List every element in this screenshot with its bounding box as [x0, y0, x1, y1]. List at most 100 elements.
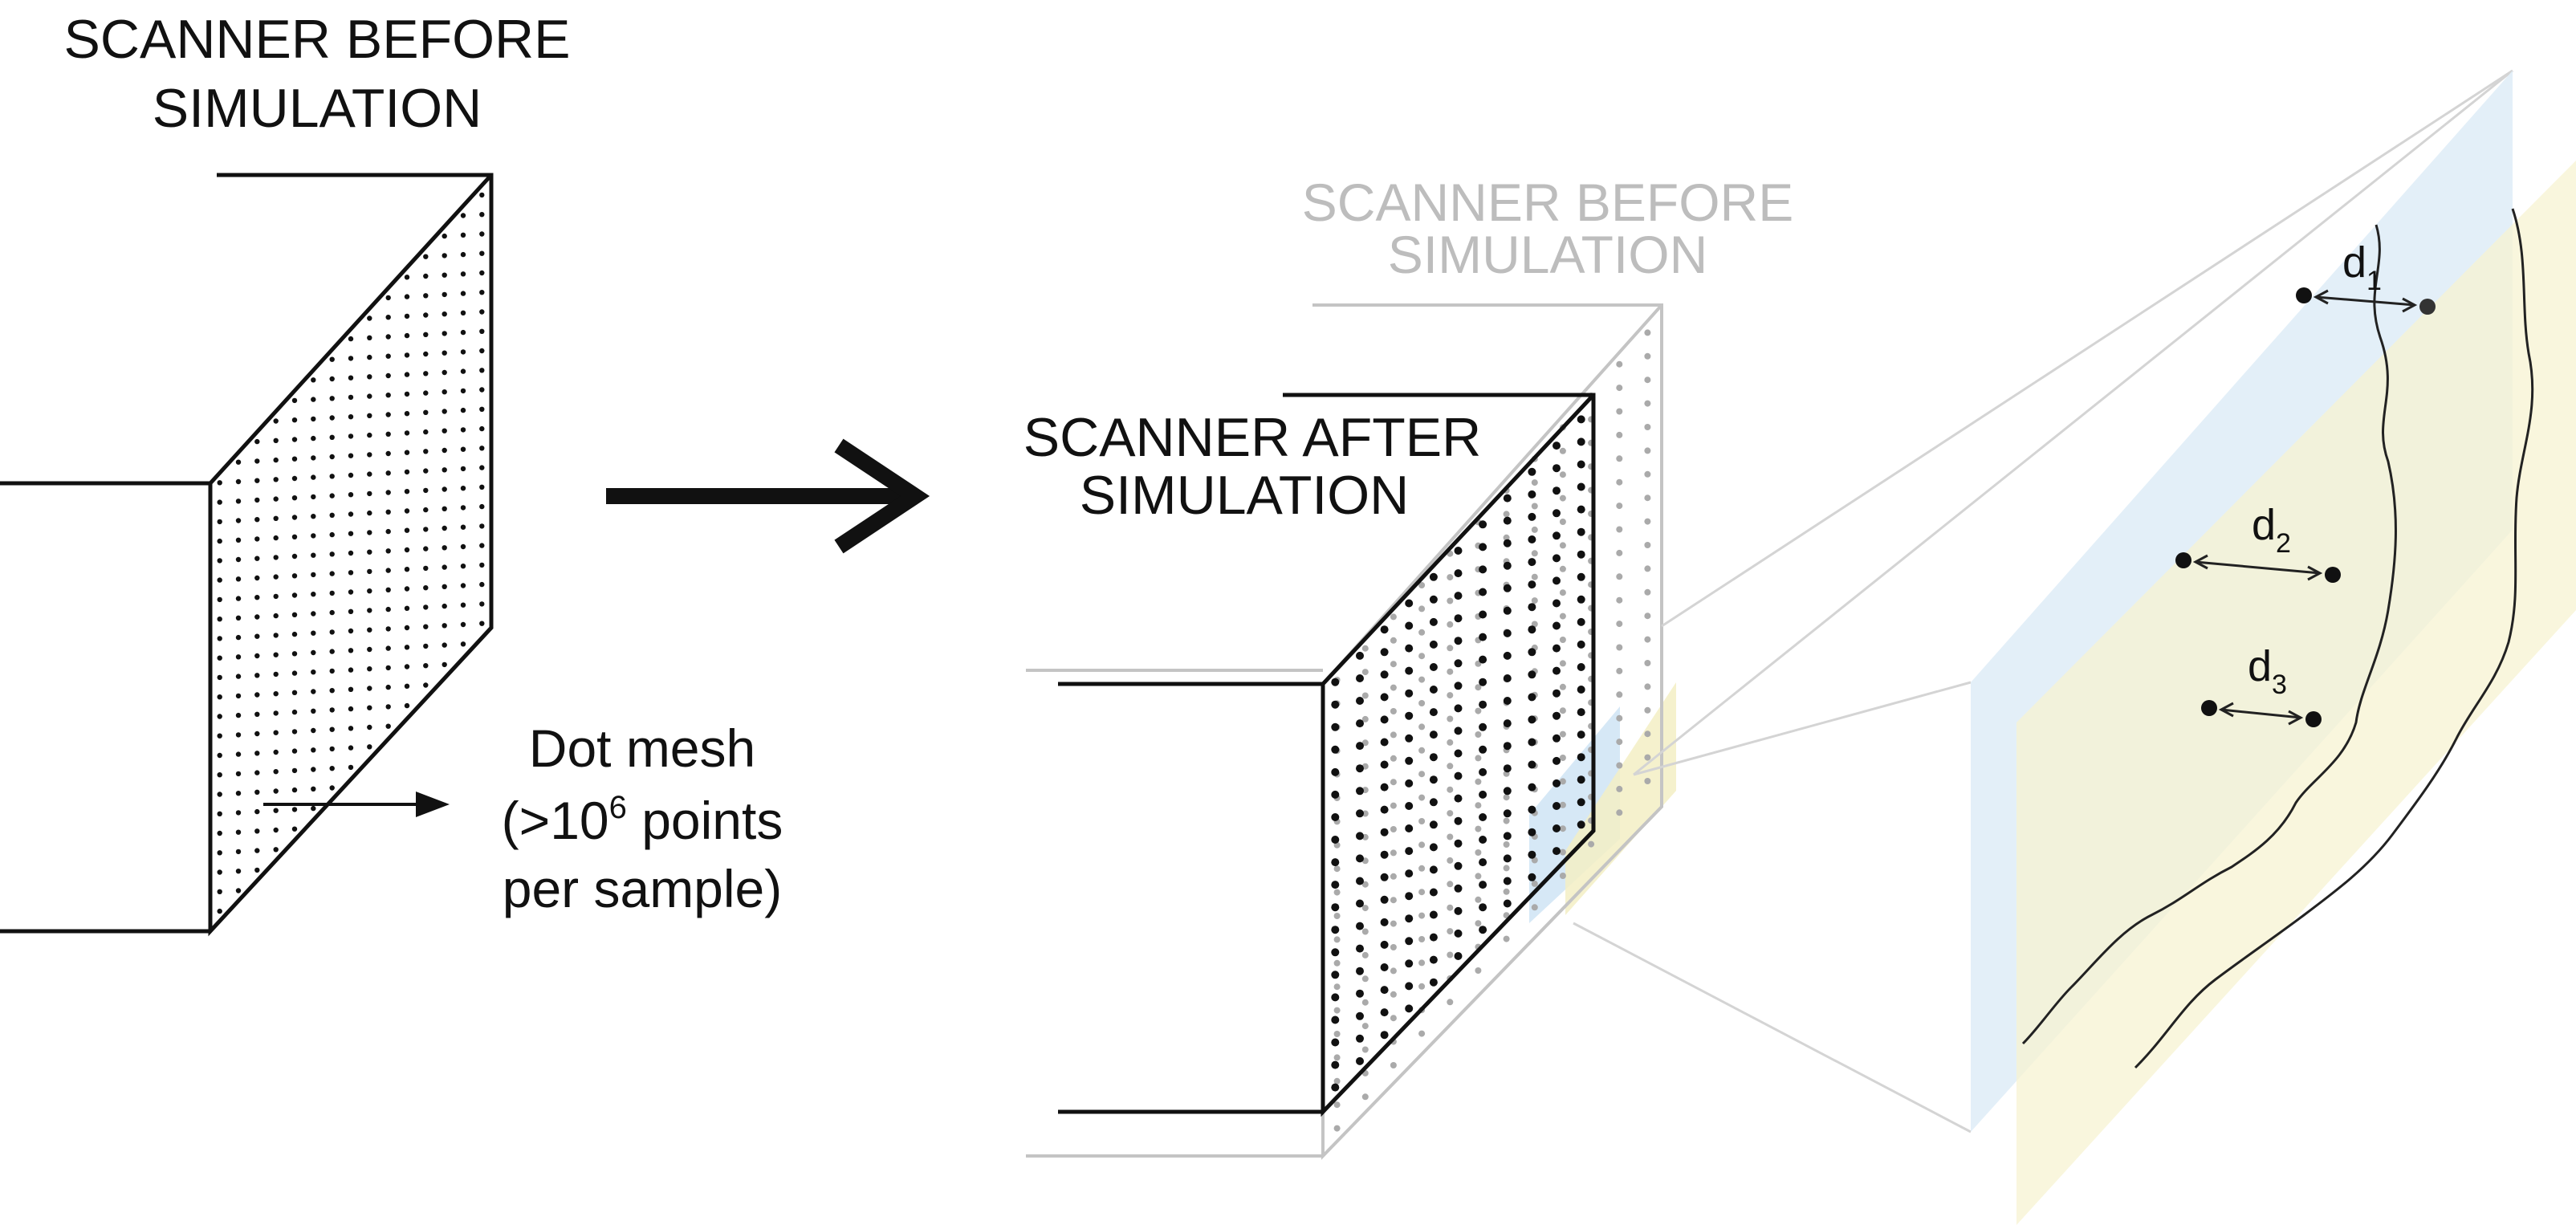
mesh-dot — [329, 649, 335, 654]
mesh-dot — [311, 630, 316, 636]
after-mesh-dot — [1479, 633, 1487, 641]
mesh-dot — [329, 434, 335, 440]
ghost-mesh-dot — [1390, 849, 1397, 857]
mesh-dot — [291, 417, 298, 423]
ghost-mesh-dot — [1644, 447, 1651, 454]
mesh-dot — [217, 499, 222, 505]
mesh-dot — [235, 615, 242, 621]
mesh-dot — [329, 707, 335, 713]
ghost-mesh-dot — [1531, 857, 1538, 864]
zoom-projection-lines — [1573, 69, 2513, 1133]
mesh-dot — [291, 612, 298, 617]
ghost-mesh-dot — [1333, 913, 1341, 919]
zoom-panel: d1 d2 d3 — [1573, 69, 2576, 1225]
ghost-mesh-dot — [1559, 637, 1566, 643]
after-mesh-dot — [1356, 989, 1364, 998]
mesh-dot — [479, 212, 485, 218]
mesh-dot — [479, 484, 485, 490]
ghost-mesh-dot — [1418, 582, 1426, 588]
mesh-dot — [235, 674, 242, 679]
mesh-dot — [479, 328, 485, 334]
ghost-mesh-dot — [1559, 660, 1566, 667]
mesh-dot — [479, 368, 485, 373]
mesh-dot — [273, 457, 279, 463]
mesh-dot — [311, 669, 316, 675]
mesh-dot — [460, 349, 466, 355]
mesh-dot — [235, 459, 242, 465]
after-mesh-dot — [1429, 978, 1438, 987]
ghost-mesh-dot — [1361, 1046, 1369, 1053]
mesh-dot — [367, 686, 372, 691]
after-mesh-dot — [1356, 944, 1364, 953]
mesh-dot — [329, 726, 335, 732]
mesh-dot — [404, 391, 410, 397]
mesh-dot — [217, 538, 222, 544]
after-mesh-dot — [1577, 708, 1585, 717]
mesh-dot — [423, 663, 429, 669]
ghost-mesh-dot — [1447, 692, 1454, 699]
mesh-dot — [273, 555, 279, 560]
mesh-dot — [423, 273, 429, 279]
ghost-mesh-dot — [1644, 706, 1651, 714]
mesh-dot — [291, 573, 298, 579]
ghost-mesh-dot — [1418, 818, 1426, 824]
after-mesh-dot — [1553, 666, 1561, 675]
mesh-dot — [254, 614, 260, 620]
ghost-mesh-dot — [1559, 873, 1566, 879]
ghost-mesh-dot — [1361, 810, 1369, 817]
mesh-dot — [367, 646, 372, 653]
mesh-dot — [329, 688, 335, 694]
after-mesh-dot — [1356, 967, 1364, 975]
mesh-dot — [367, 471, 372, 477]
after-mesh-dot — [1577, 775, 1585, 784]
ghost-mesh-dot — [1390, 873, 1397, 880]
after-mesh-dot — [1356, 742, 1364, 751]
mesh-dot — [273, 438, 279, 443]
mesh-dot — [291, 651, 298, 657]
ghost-mesh-dot — [1418, 771, 1426, 778]
mesh-dot — [385, 431, 391, 437]
mesh-dot — [479, 192, 485, 198]
mesh-dot — [404, 372, 410, 377]
mesh-dot — [311, 416, 316, 422]
mesh-dot — [479, 581, 485, 588]
ghost-mesh-dot — [1447, 833, 1454, 840]
mesh-dot — [291, 748, 298, 754]
ghost-mesh-dot — [1475, 873, 1482, 880]
mesh-dot — [217, 480, 222, 486]
mesh-dot — [291, 631, 298, 637]
ghost-mesh-dot — [1418, 653, 1426, 660]
after-mesh-dot — [1503, 697, 1512, 705]
mesh-dot — [367, 393, 372, 399]
after-mesh-dot — [1553, 464, 1561, 473]
mesh-dot — [479, 387, 485, 393]
after-mesh-dot — [1429, 686, 1438, 694]
after-mesh-dot — [1429, 955, 1438, 964]
after-mesh-dot — [1528, 760, 1536, 769]
after-mesh-dot — [1479, 610, 1487, 619]
mesh-dot — [348, 589, 354, 595]
mesh-dot — [367, 490, 372, 497]
after-mesh-dot — [1331, 700, 1340, 709]
ghost-mesh-dot — [1531, 526, 1538, 533]
after-mesh-dot — [1528, 828, 1536, 836]
ghost-mesh-dot — [1503, 511, 1510, 518]
ghost-mesh-dot — [1333, 1077, 1341, 1085]
after-mesh-dot — [1380, 828, 1389, 836]
mesh-dot — [329, 571, 335, 576]
ghost-mesh-dot — [1475, 802, 1482, 809]
after-mesh-dot — [1429, 910, 1438, 919]
ghost-mesh-dot — [1390, 967, 1397, 975]
mesh-dot — [217, 889, 222, 895]
after-mesh-dot — [1356, 809, 1364, 818]
mesh-dot — [311, 805, 316, 812]
mesh-dot — [479, 290, 485, 295]
ghost-mesh-dot — [1447, 739, 1454, 746]
after-mesh-dot — [1454, 794, 1463, 803]
ghost-mesh-dot — [1361, 975, 1369, 983]
ghost-mesh-dot — [1447, 668, 1454, 675]
mesh-dot — [329, 629, 335, 635]
mesh-dot — [291, 729, 298, 735]
after-mesh-dot — [1331, 678, 1340, 686]
mesh-dot — [442, 623, 447, 629]
